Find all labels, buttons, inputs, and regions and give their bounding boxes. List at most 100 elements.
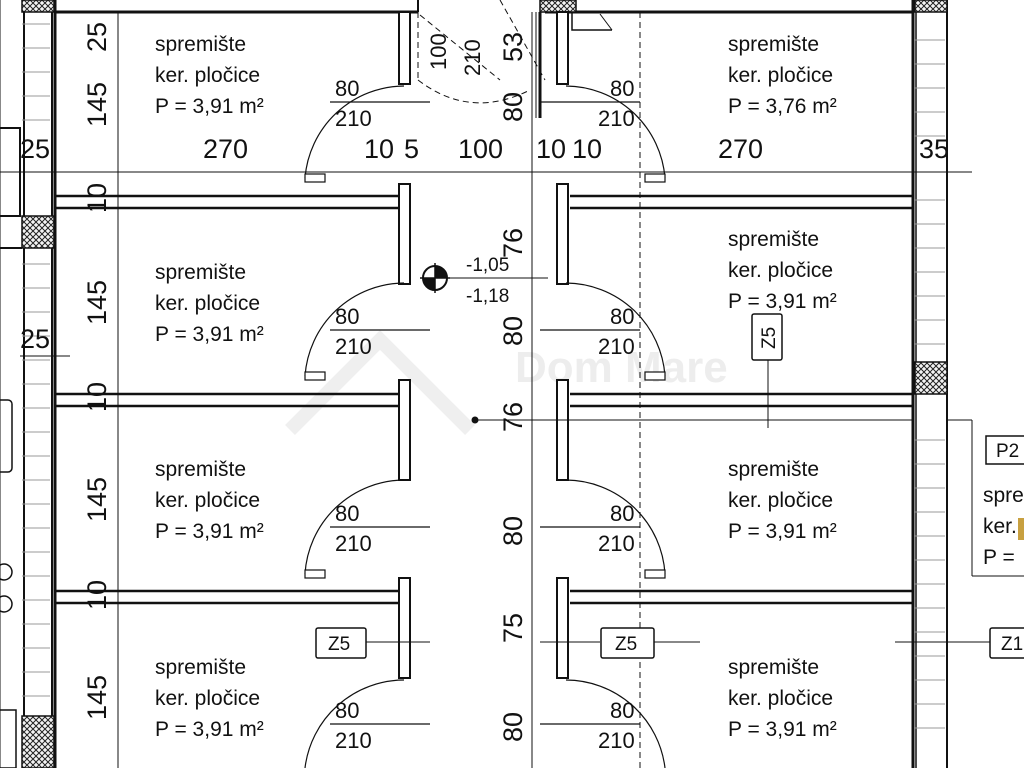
svg-text:25: 25: [20, 134, 50, 164]
side-room-tag: P2: [996, 441, 1019, 462]
room-name: spremište: [155, 261, 246, 284]
door-width: 80: [335, 76, 359, 101]
room-area: P = 3,91 m²: [728, 520, 837, 543]
room-name: spremište: [155, 656, 246, 679]
room-name: spremište: [155, 33, 246, 56]
svg-text:76: 76: [498, 228, 528, 258]
svg-text:270: 270: [203, 134, 248, 164]
room-name: spremište: [728, 228, 819, 251]
left-exterior-wall: [0, 0, 57, 768]
svg-text:5: 5: [404, 134, 419, 164]
door-width: 80: [335, 501, 359, 526]
partition-walls: [55, 194, 913, 605]
room-area: P = 3,91 m²: [155, 323, 264, 346]
corridor-walls: [398, 11, 641, 768]
svg-text:10: 10: [82, 580, 112, 610]
svg-text:10: 10: [364, 134, 394, 164]
svg-text:Z5: Z5: [328, 634, 350, 655]
side-room-area: P =: [983, 546, 1015, 569]
door-height: 210: [335, 106, 372, 131]
room-area: P = 3,76 m²: [728, 95, 837, 118]
door-width: 80: [610, 76, 634, 101]
room-5: spremište ker. pločice P = 3,91 m²: [728, 458, 837, 543]
svg-text:80: 80: [498, 516, 528, 546]
room-floor: ker. pločice: [728, 489, 833, 512]
svg-text:145: 145: [82, 82, 112, 127]
svg-text:10: 10: [536, 134, 566, 164]
room-name: spremište: [155, 458, 246, 481]
room-area: P = 3,91 m²: [728, 718, 837, 741]
top-door-height: 210: [460, 39, 485, 76]
door-width: 80: [610, 304, 634, 329]
svg-text:76: 76: [498, 402, 528, 432]
room-area: P = 3,91 m²: [155, 520, 264, 543]
svg-text:Z1: Z1: [1001, 634, 1023, 655]
side-room: P2 spre ker. P =: [983, 435, 1024, 569]
svg-text:75: 75: [498, 613, 528, 643]
room-name: spremište: [728, 33, 819, 56]
door-width: 80: [610, 501, 634, 526]
watermark: Dom Mare: [285, 330, 728, 435]
room-floor: ker. pločice: [155, 292, 260, 315]
level-marker: [420, 263, 479, 424]
door-swings: [304, 85, 666, 768]
room-6: spremište ker. pločice P = 3,91 m²: [155, 656, 264, 741]
svg-text:145: 145: [82, 675, 112, 720]
svg-text:80: 80: [498, 92, 528, 122]
level-lower: -1,18: [466, 286, 509, 307]
svg-text:10: 10: [82, 382, 112, 412]
svg-text:145: 145: [82, 477, 112, 522]
door-height: 210: [598, 531, 635, 556]
room-0: spremište ker. pločice P = 3,91 m²: [155, 33, 264, 118]
room-4: spremište ker. pločice P = 3,91 m²: [155, 458, 264, 543]
svg-text:100: 100: [458, 134, 503, 164]
side-room-name: spre: [983, 484, 1024, 507]
svg-text:10: 10: [572, 134, 602, 164]
door-height: 210: [598, 728, 635, 753]
door-width: 80: [335, 698, 359, 723]
door-height: 210: [335, 531, 372, 556]
dim-col-left: 25 145 10 145 10 145 10 145: [82, 22, 112, 720]
svg-text:Z5: Z5: [615, 634, 637, 655]
room-area: P = 3,91 m²: [155, 95, 264, 118]
svg-text:25: 25: [82, 22, 112, 52]
door-height: 210: [598, 334, 635, 359]
door-height: 210: [335, 334, 372, 359]
dim-row: 25 270 10 5 100 10 10 270 35 25: [20, 134, 949, 354]
svg-text:145: 145: [82, 280, 112, 325]
door-height: 210: [335, 728, 372, 753]
level-upper: -1,05: [466, 255, 509, 276]
door-dims: 80 210 80 210 80 210 80 210 80 210 80 21…: [335, 33, 635, 753]
room-floor: ker. pločice: [728, 64, 833, 87]
svg-text:25: 25: [20, 324, 50, 354]
top-wall: [55, 0, 913, 118]
dimension-lines: [0, 12, 990, 768]
right-exterior-wall: [911, 0, 1024, 768]
door-height: 210: [598, 106, 635, 131]
svg-text:80: 80: [498, 316, 528, 346]
room-7: spremište ker. pločice P = 3,91 m²: [728, 656, 837, 741]
room-1: spremište ker. pločice P = 3,76 m²: [728, 33, 837, 118]
room-name: spremište: [728, 656, 819, 679]
room-floor: ker. pločice: [728, 687, 833, 710]
room-name: spremište: [728, 458, 819, 481]
room-floor: ker. pločice: [155, 64, 260, 87]
z-tags: Z5 Z5 Z5 Z1: [315, 313, 1024, 659]
top-door-width: 100: [426, 33, 451, 70]
room-area: P = 3,91 m²: [728, 290, 837, 313]
room-floor: ker. pločice: [155, 687, 260, 710]
door-width: 80: [610, 698, 634, 723]
dim-col-corridor: 53 80 76 80 76 80 75 80: [498, 32, 528, 742]
svg-text:Dom Mare: Dom Mare: [515, 343, 728, 392]
room-floor: ker. pločice: [728, 259, 833, 282]
svg-text:35: 35: [919, 134, 949, 164]
room-area: P = 3,91 m²: [155, 718, 264, 741]
svg-text:270: 270: [718, 134, 763, 164]
side-room-floor: ker.: [983, 515, 1017, 538]
svg-text:80: 80: [498, 712, 528, 742]
room-floor: ker. pločice: [155, 489, 260, 512]
room-3: spremište ker. pločice P = 3,91 m²: [728, 228, 837, 313]
svg-text:Z5: Z5: [759, 327, 780, 349]
room-2: spremište ker. pločice P = 3,91 m²: [155, 261, 264, 346]
